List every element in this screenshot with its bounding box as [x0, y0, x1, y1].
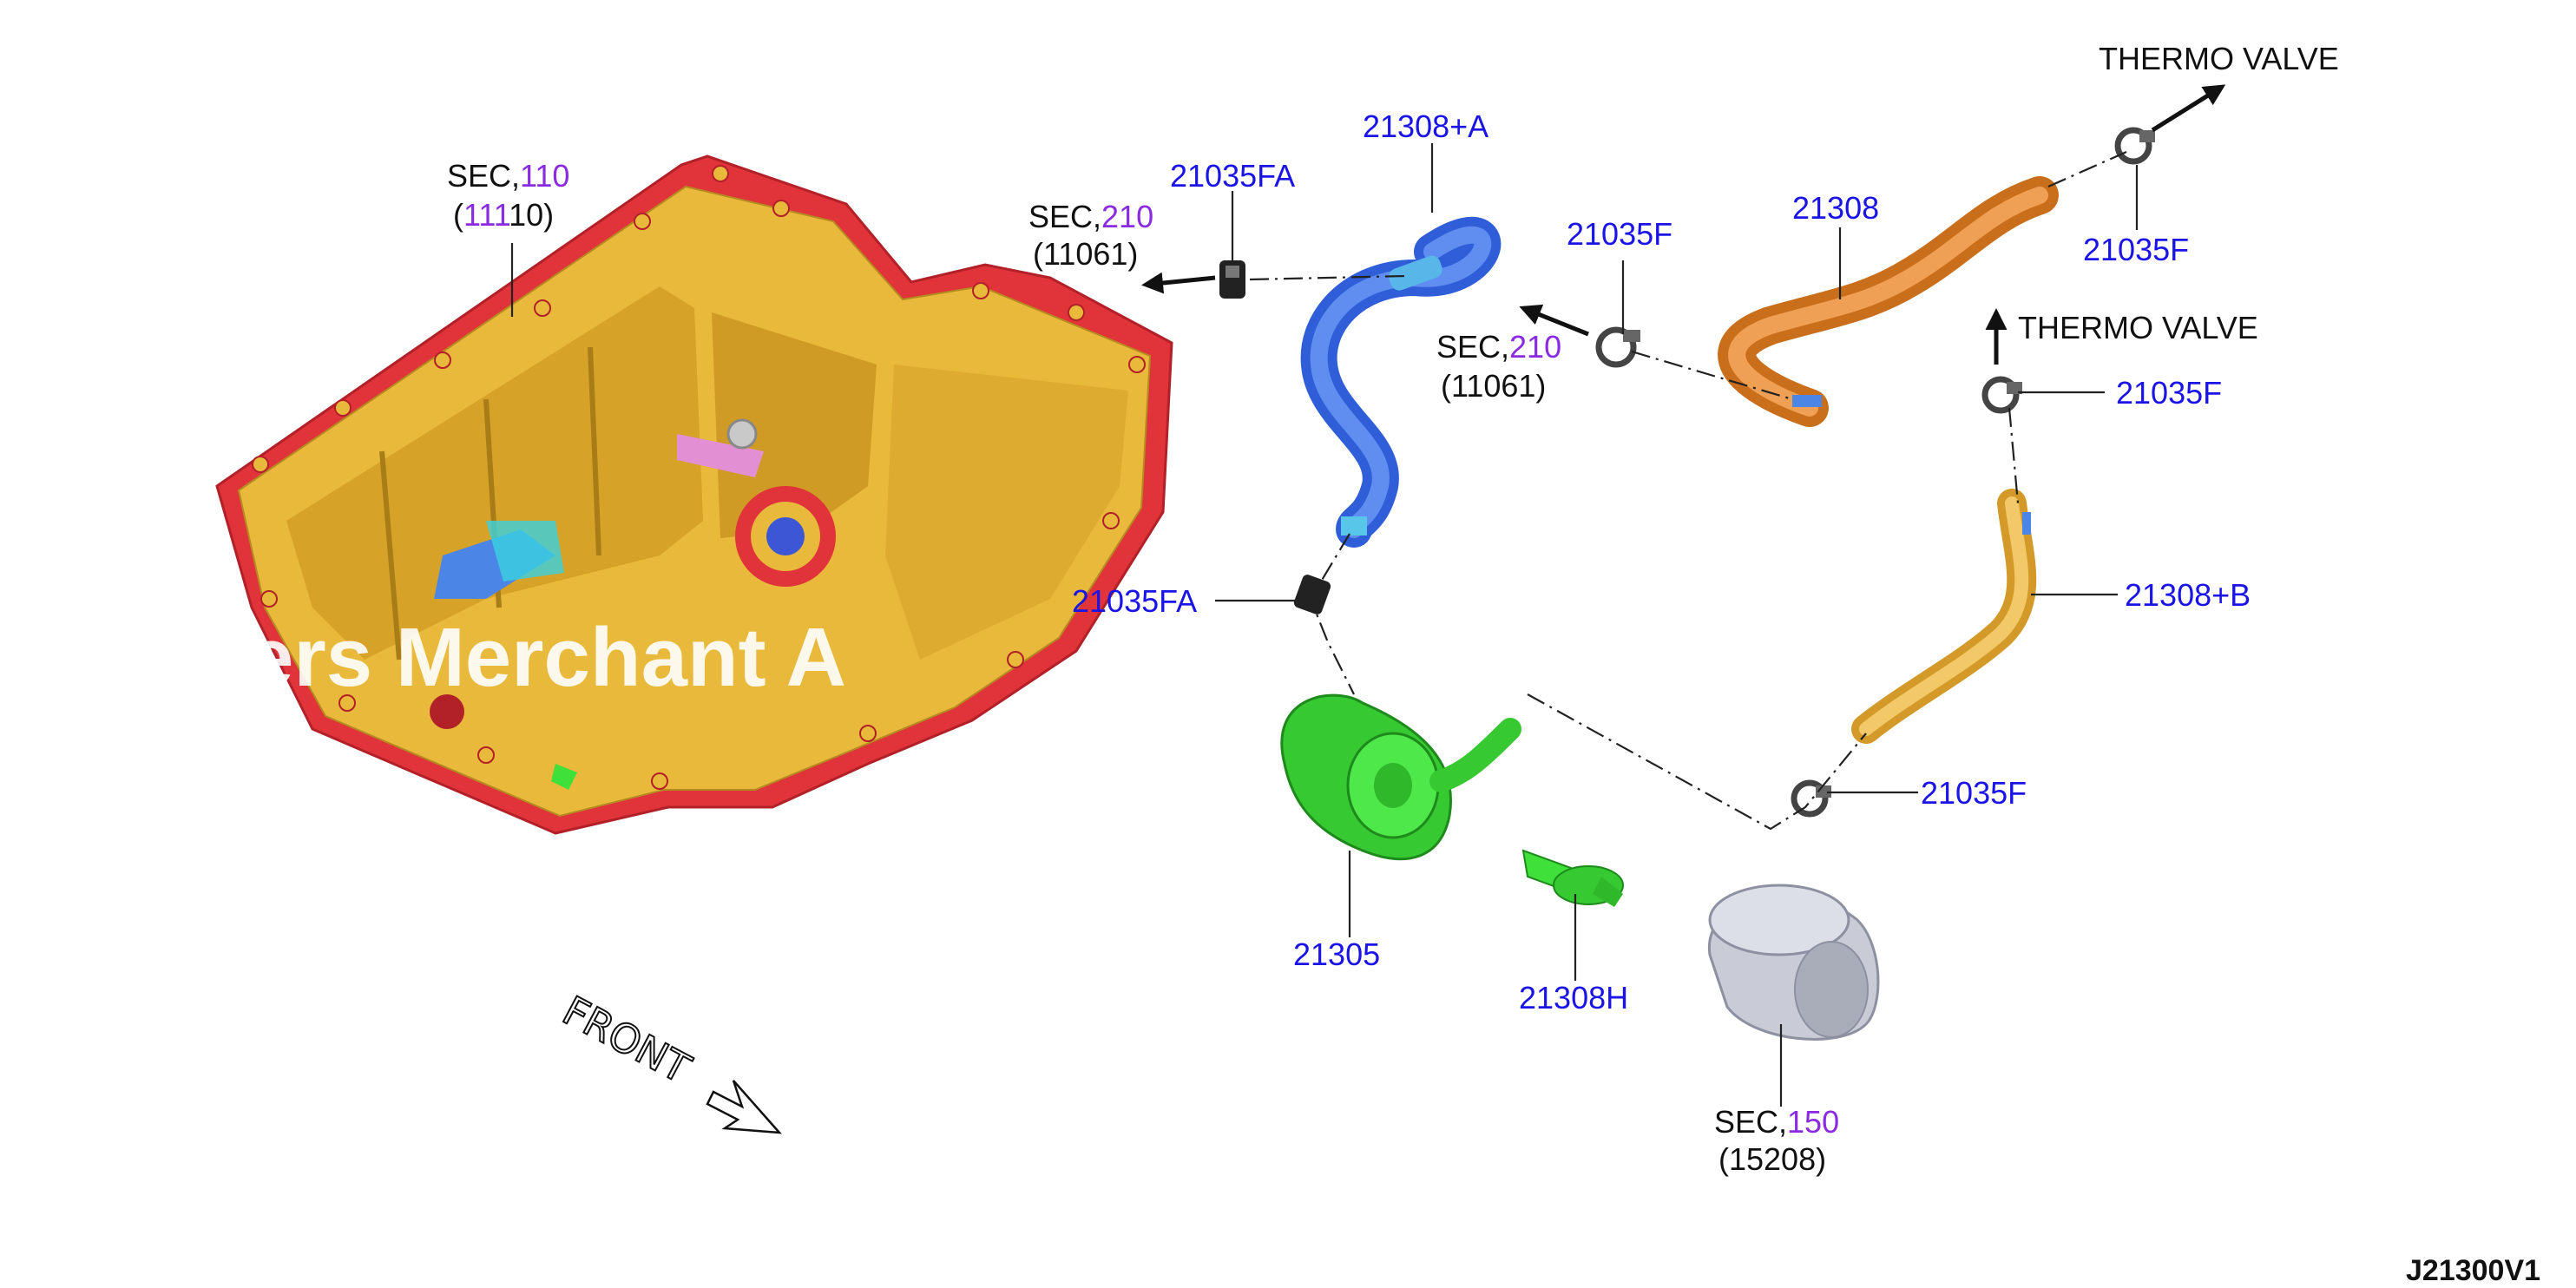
part-21035f-top-right[interactable]: 21035F	[2083, 232, 2189, 267]
sec-210-mid-label[interactable]: SEC,210	[1436, 329, 1561, 365]
watermark-text: ers Merchant A	[247, 611, 846, 704]
sec-210-left-label[interactable]: SEC,210	[1028, 199, 1153, 234]
sec-150-ref: (15208)	[1718, 1141, 1826, 1177]
center-lines	[1249, 150, 2127, 831]
sec-210-mid-ref: (11061)	[1441, 368, 1546, 404]
sec-110-ref: (11110)	[453, 197, 554, 233]
clamp-21035f-top-right[interactable]	[2114, 127, 2155, 165]
oil-filter[interactable]	[1708, 884, 1880, 1041]
front-indicator: FRONT	[555, 986, 782, 1134]
connector-21308h[interactable]	[1521, 849, 1624, 907]
thermo-valve-mid-label: THERMO VALVE	[2018, 310, 2258, 345]
thermo-valve-top-label: THERMO VALVE	[2099, 41, 2339, 76]
sec-110-label[interactable]: SEC,110	[447, 158, 569, 194]
part-21035fa-low[interactable]: 21035FA	[1072, 583, 1197, 619]
hose-21308a[interactable]	[1300, 216, 1502, 548]
part-21035fa-top[interactable]: 21035FA	[1170, 158, 1295, 194]
part-21035f-low[interactable]: 21035F	[1921, 775, 2027, 811]
part-21308[interactable]: 21308	[1792, 190, 1879, 226]
sec-210-left-ref: (11061)	[1033, 236, 1138, 272]
direction-arrows	[1141, 84, 2226, 365]
front-arrow-icon	[706, 1080, 782, 1134]
oil-cooler-21305[interactable]	[1280, 693, 1521, 861]
part-21308a[interactable]: 21308+A	[1363, 108, 1488, 144]
clamp-21035f-right[interactable]	[1981, 376, 2022, 414]
hose-21308[interactable]	[1718, 176, 2059, 427]
oil-pan[interactable]	[215, 154, 1173, 835]
leader-lines	[510, 143, 2139, 1107]
part-21035f-mid[interactable]: 21035F	[1567, 216, 1672, 252]
clamp-21035fa-top[interactable]	[1219, 260, 1245, 299]
part-21308h[interactable]: 21308H	[1519, 980, 1628, 1015]
part-21308b[interactable]: 21308+B	[2125, 577, 2251, 613]
clamp-21035f-mid[interactable]	[1595, 326, 1640, 368]
front-label: FRONT	[555, 987, 699, 1093]
hose-21308b[interactable]	[1851, 489, 2037, 744]
sec-150-label[interactable]: SEC,150	[1714, 1104, 1839, 1140]
diagram-reference: J21300V1	[2406, 1254, 2540, 1287]
part-21035f-right[interactable]: 21035F	[2116, 375, 2222, 411]
part-21305[interactable]: 21305	[1293, 936, 1380, 972]
